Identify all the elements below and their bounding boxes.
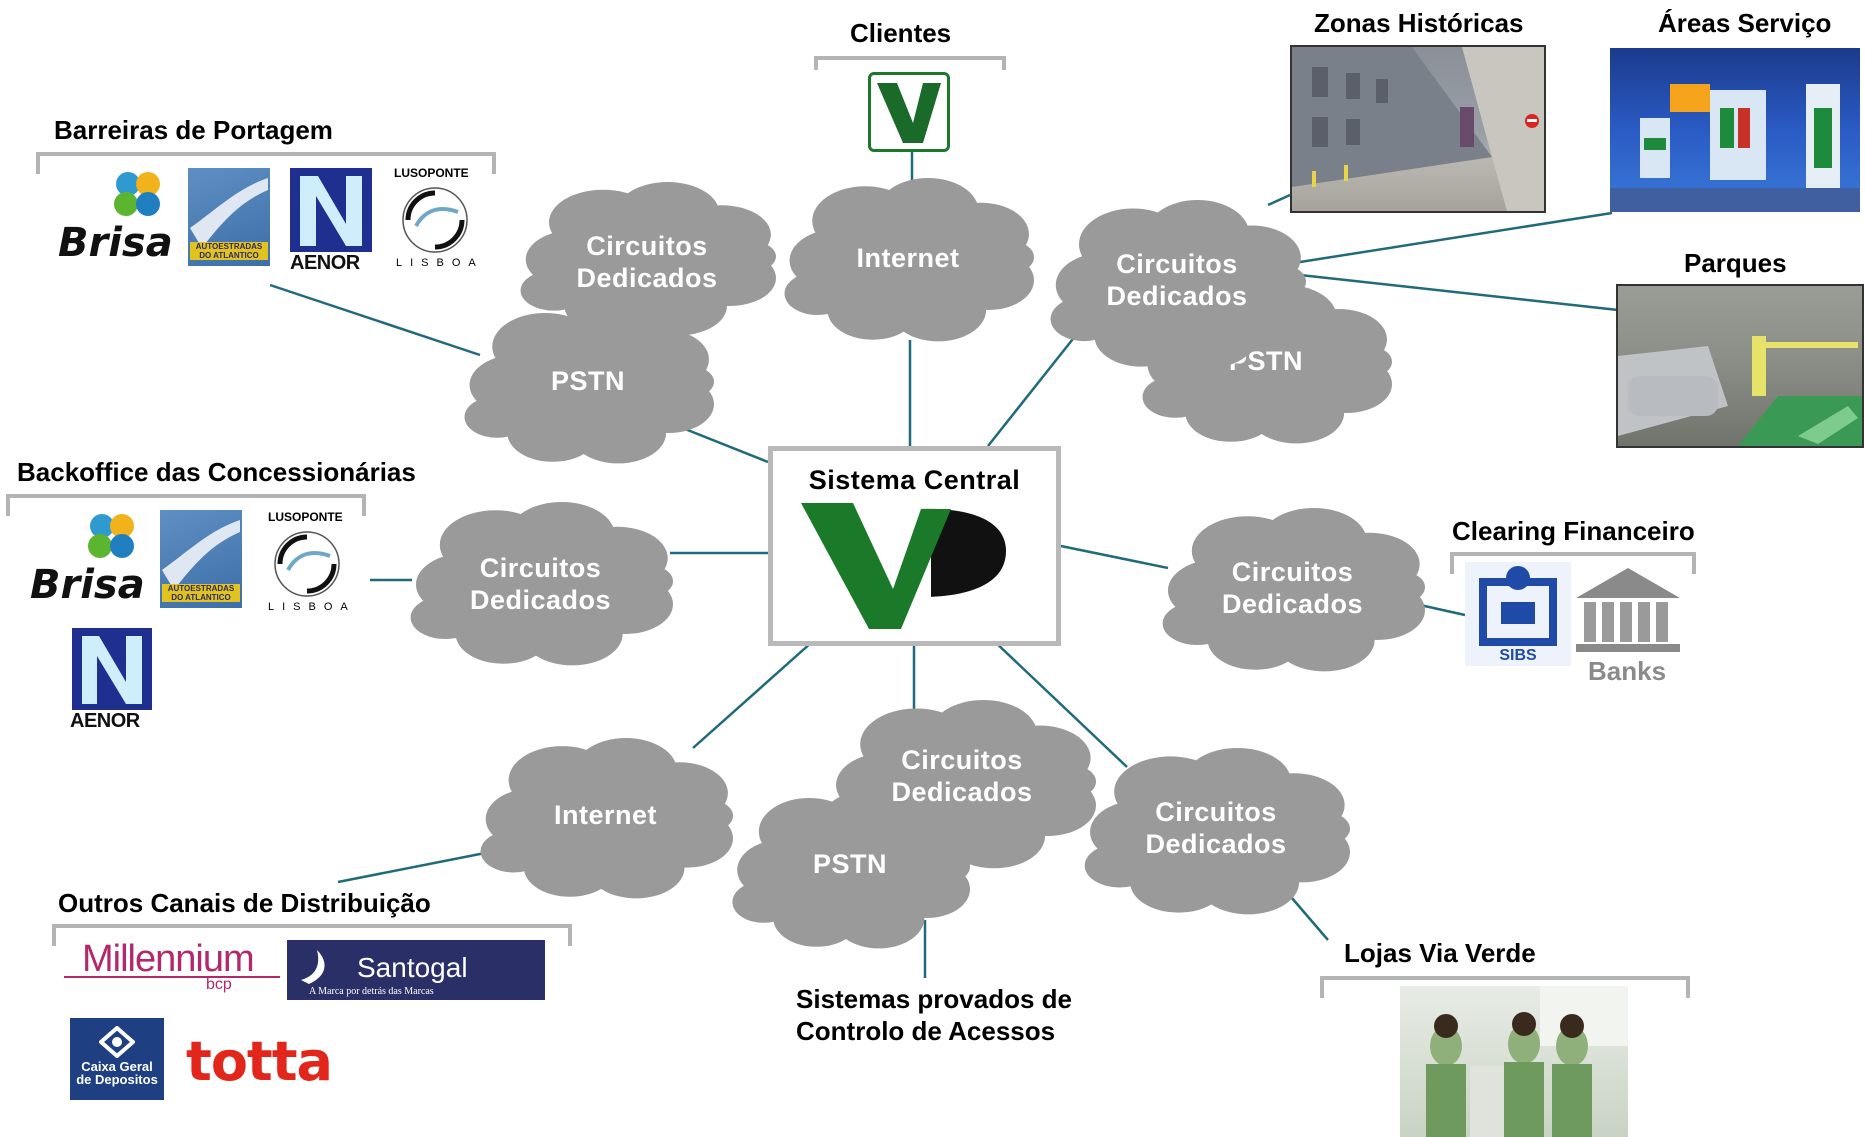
link-barreiras — [269, 283, 481, 357]
heading-parques: Parques — [1684, 248, 1787, 278]
millennium-underline — [64, 976, 280, 978]
cloud-internet-top: Internet — [782, 178, 1034, 343]
cloud-label-line1: Circuitos — [1155, 797, 1277, 827]
parques-photo — [1616, 284, 1864, 448]
brisa-logo: Brisa — [30, 562, 145, 608]
link-topright-central — [987, 329, 1081, 447]
bracket-barreiras — [36, 152, 496, 174]
millennium-logo: Millennium — [82, 938, 255, 980]
cloud-label-line2: Dedicados — [1221, 589, 1364, 619]
central-title: Sistema Central — [808, 465, 1021, 495]
cloud-label-line2: Dedicados — [576, 263, 718, 293]
cloud-label: PSTN — [550, 366, 625, 396]
cloud-label-line2: Dedicados — [1106, 281, 1248, 311]
bracket-lojas — [1320, 976, 1690, 998]
lusoponte-title: LUSOPONTE — [268, 510, 343, 524]
cgd-line2: de Depositos — [76, 1072, 158, 1087]
cloud-internet-bottom: Internet — [478, 738, 733, 900]
atlantico-logo: AUTOESTRADAS DO ATLANTICO — [188, 168, 270, 266]
link-areas — [1299, 211, 1613, 264]
cloud-label-line2: Dedicados — [469, 585, 612, 615]
link-parques — [1299, 273, 1619, 312]
heading-zonas: Zonas Históricas — [1314, 8, 1524, 38]
cgd-logo: Caixa Geral de Depositos — [70, 1018, 164, 1100]
atlantico-logo: AUTOESTRADAS DO ATLANTICO — [160, 510, 242, 608]
cloud-pstn-bottom: PSTN — [730, 790, 970, 950]
aenor-label: AENOR — [290, 252, 360, 274]
lojas-via-verde-photo — [1400, 986, 1628, 1137]
zonas-historicas-photo — [1290, 45, 1546, 213]
svg-text:SIBS: SIBS — [1499, 647, 1537, 664]
lusoponte-bridge-icon — [274, 531, 340, 597]
bracket-clientes — [814, 56, 1006, 70]
areas-servico-photo — [1610, 48, 1860, 212]
heading-clientes: Clientes — [850, 18, 952, 48]
cloud-label: PSTN — [812, 849, 887, 879]
aenor-logo — [290, 168, 372, 252]
heading-sistemas-line2: Controlo de Acessos — [796, 1016, 1056, 1046]
heading-clearing: Clearing Financeiro — [1452, 516, 1695, 546]
cgd-line1: Caixa Geral — [81, 1059, 153, 1074]
santogal-label: Santogal — [357, 952, 468, 983]
cloud-label-line1: Circuitos — [1116, 249, 1238, 279]
cloud-label-line1: Circuitos — [586, 231, 708, 261]
totta-logo: totta — [186, 1030, 333, 1093]
bracket-outros — [52, 924, 572, 946]
heading-barreiras: Barreiras de Portagem — [54, 115, 333, 145]
aenor-logo — [72, 628, 152, 710]
aenor-label: AENOR — [70, 710, 140, 732]
lusoponte-title: LUSOPONTE — [394, 166, 469, 180]
link-zonas — [1267, 193, 1291, 207]
heading-lojas: Lojas Via Verde — [1344, 938, 1536, 968]
cloud-pstn-topleft: PSTN — [462, 305, 714, 465]
bcp-label: bcp — [206, 976, 232, 993]
cloud-label-line1: Circuitos — [479, 553, 602, 583]
cloud-label-line2: Dedicados — [891, 777, 1033, 807]
link-outros — [337, 851, 486, 884]
via-verde-vp-logo — [801, 503, 1006, 629]
link-cd-bottomright — [992, 639, 1128, 768]
lusoponte-sub: LISBOA — [268, 601, 356, 613]
link-clearing — [1419, 603, 1466, 617]
heading-sistemas-line1: Sistemas provados de — [796, 984, 1072, 1014]
lusoponte-bridge-icon — [402, 187, 468, 253]
santogal-logo: Santogal A Marca por detrás das Marcas — [287, 940, 545, 1000]
heading-backoffice: Backoffice das Concessionárias — [17, 457, 416, 487]
atlantico-label: AUTOESTRADAS DO ATLANTICO — [190, 242, 268, 260]
banks-label: Banks — [1588, 656, 1667, 686]
brisa-logo: Brisa — [58, 220, 173, 266]
link-pstn-topleft — [674, 423, 769, 464]
lusoponte-sub: LISBOA — [396, 257, 484, 269]
cloud-label: Internet — [856, 243, 960, 273]
sibs-logo: SIBS — [1465, 562, 1571, 666]
link-internet-bottom — [692, 641, 813, 749]
brisa-flower-icon — [114, 172, 160, 216]
brisa-flower-icon — [88, 514, 134, 558]
bracket-clearing — [1450, 552, 1696, 574]
bracket-backoffice — [6, 494, 366, 516]
bank-building-icon — [1576, 568, 1680, 652]
link-cd-right — [1055, 543, 1169, 570]
heading-areas: Áreas Serviço — [1658, 8, 1832, 38]
cloud-label-line2: Dedicados — [1145, 829, 1287, 859]
via-verde-v-logo — [868, 72, 950, 152]
cloud-label-line1: Circuitos — [901, 745, 1023, 775]
santogal-tagline: A Marca por detrás das Marcas — [309, 986, 434, 997]
atlantico-label: AUTOESTRADAS DO ATLANTICO — [162, 584, 240, 602]
central-system-box: Sistema Central — [768, 446, 1061, 646]
cloud-label: Internet — [553, 800, 657, 830]
cloud-label-line1: Circuitos — [1231, 557, 1354, 587]
heading-outros: Outros Canais de Distribuição — [58, 888, 431, 918]
